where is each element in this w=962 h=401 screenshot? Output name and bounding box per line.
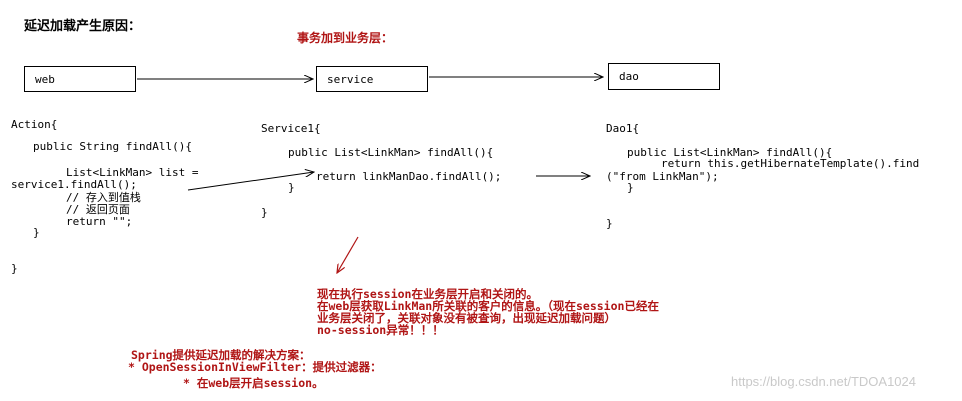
service-layer-label: service — [327, 72, 374, 86]
code-line: Action{ — [11, 118, 58, 131]
solution-line: Spring提供延迟加载的解决方案： — [131, 348, 311, 362]
web-layer-label: web — [35, 72, 55, 86]
code-comment: // 返回页面 — [66, 203, 130, 216]
diagram-heading: 延迟加载产生原因： — [24, 19, 142, 34]
transaction-note: 事务加到业务层： — [297, 31, 394, 45]
code-line: public List<LinkMan> findAll(){ — [288, 146, 494, 159]
note-line: no-session异常！！！ — [317, 323, 444, 337]
note-line: 在web层获取LinkMan所关联的客户的信息。（现在session已经在 — [317, 299, 659, 313]
code-line: } — [11, 262, 18, 275]
code-line: return ""; — [66, 215, 133, 228]
solution-line: * OpenSessionInViewFilter：提供过滤器： — [128, 360, 382, 374]
watermark: https://blog.csdn.net/TDOA1024 — [731, 374, 916, 389]
action-to-service-arrow — [187, 172, 314, 191]
web-layer-box: web — [24, 66, 136, 92]
code-line: Service1{ — [261, 122, 321, 135]
dao-layer-label: dao — [619, 70, 639, 83]
code-line: return linkManDao.findAll(); — [316, 170, 502, 183]
dao-layer-box: dao — [608, 63, 720, 90]
solution-line: * 在web层开启session。 — [183, 376, 324, 390]
code-line: ("from LinkMan"); — [606, 170, 719, 183]
code-line: public String findAll(){ — [33, 140, 192, 153]
code-line: } — [33, 226, 40, 239]
code-line: Dao1{ — [606, 122, 640, 135]
code-line: public List<LinkMan> findAll(){ — [627, 146, 833, 159]
code-line: } — [261, 206, 268, 219]
code-comment: // 存入到值栈 — [66, 191, 141, 204]
problem-pointer-arrow — [337, 236, 359, 273]
note-line: 业务层关闭了，关联对象没有被查询，出现延迟加载问题） — [317, 311, 616, 325]
note-line: 现在执行session在业务层开启和关闭的。 — [317, 287, 538, 301]
code-line: } — [627, 181, 634, 194]
code-line: return this.getHibernateTemplate().find — [661, 157, 920, 170]
service-layer-box: service — [316, 66, 428, 92]
code-line: } — [288, 181, 295, 194]
code-line: service1.findAll(); — [11, 178, 137, 191]
code-line: } — [606, 217, 613, 230]
code-line: List<LinkMan> list = — [66, 166, 199, 179]
